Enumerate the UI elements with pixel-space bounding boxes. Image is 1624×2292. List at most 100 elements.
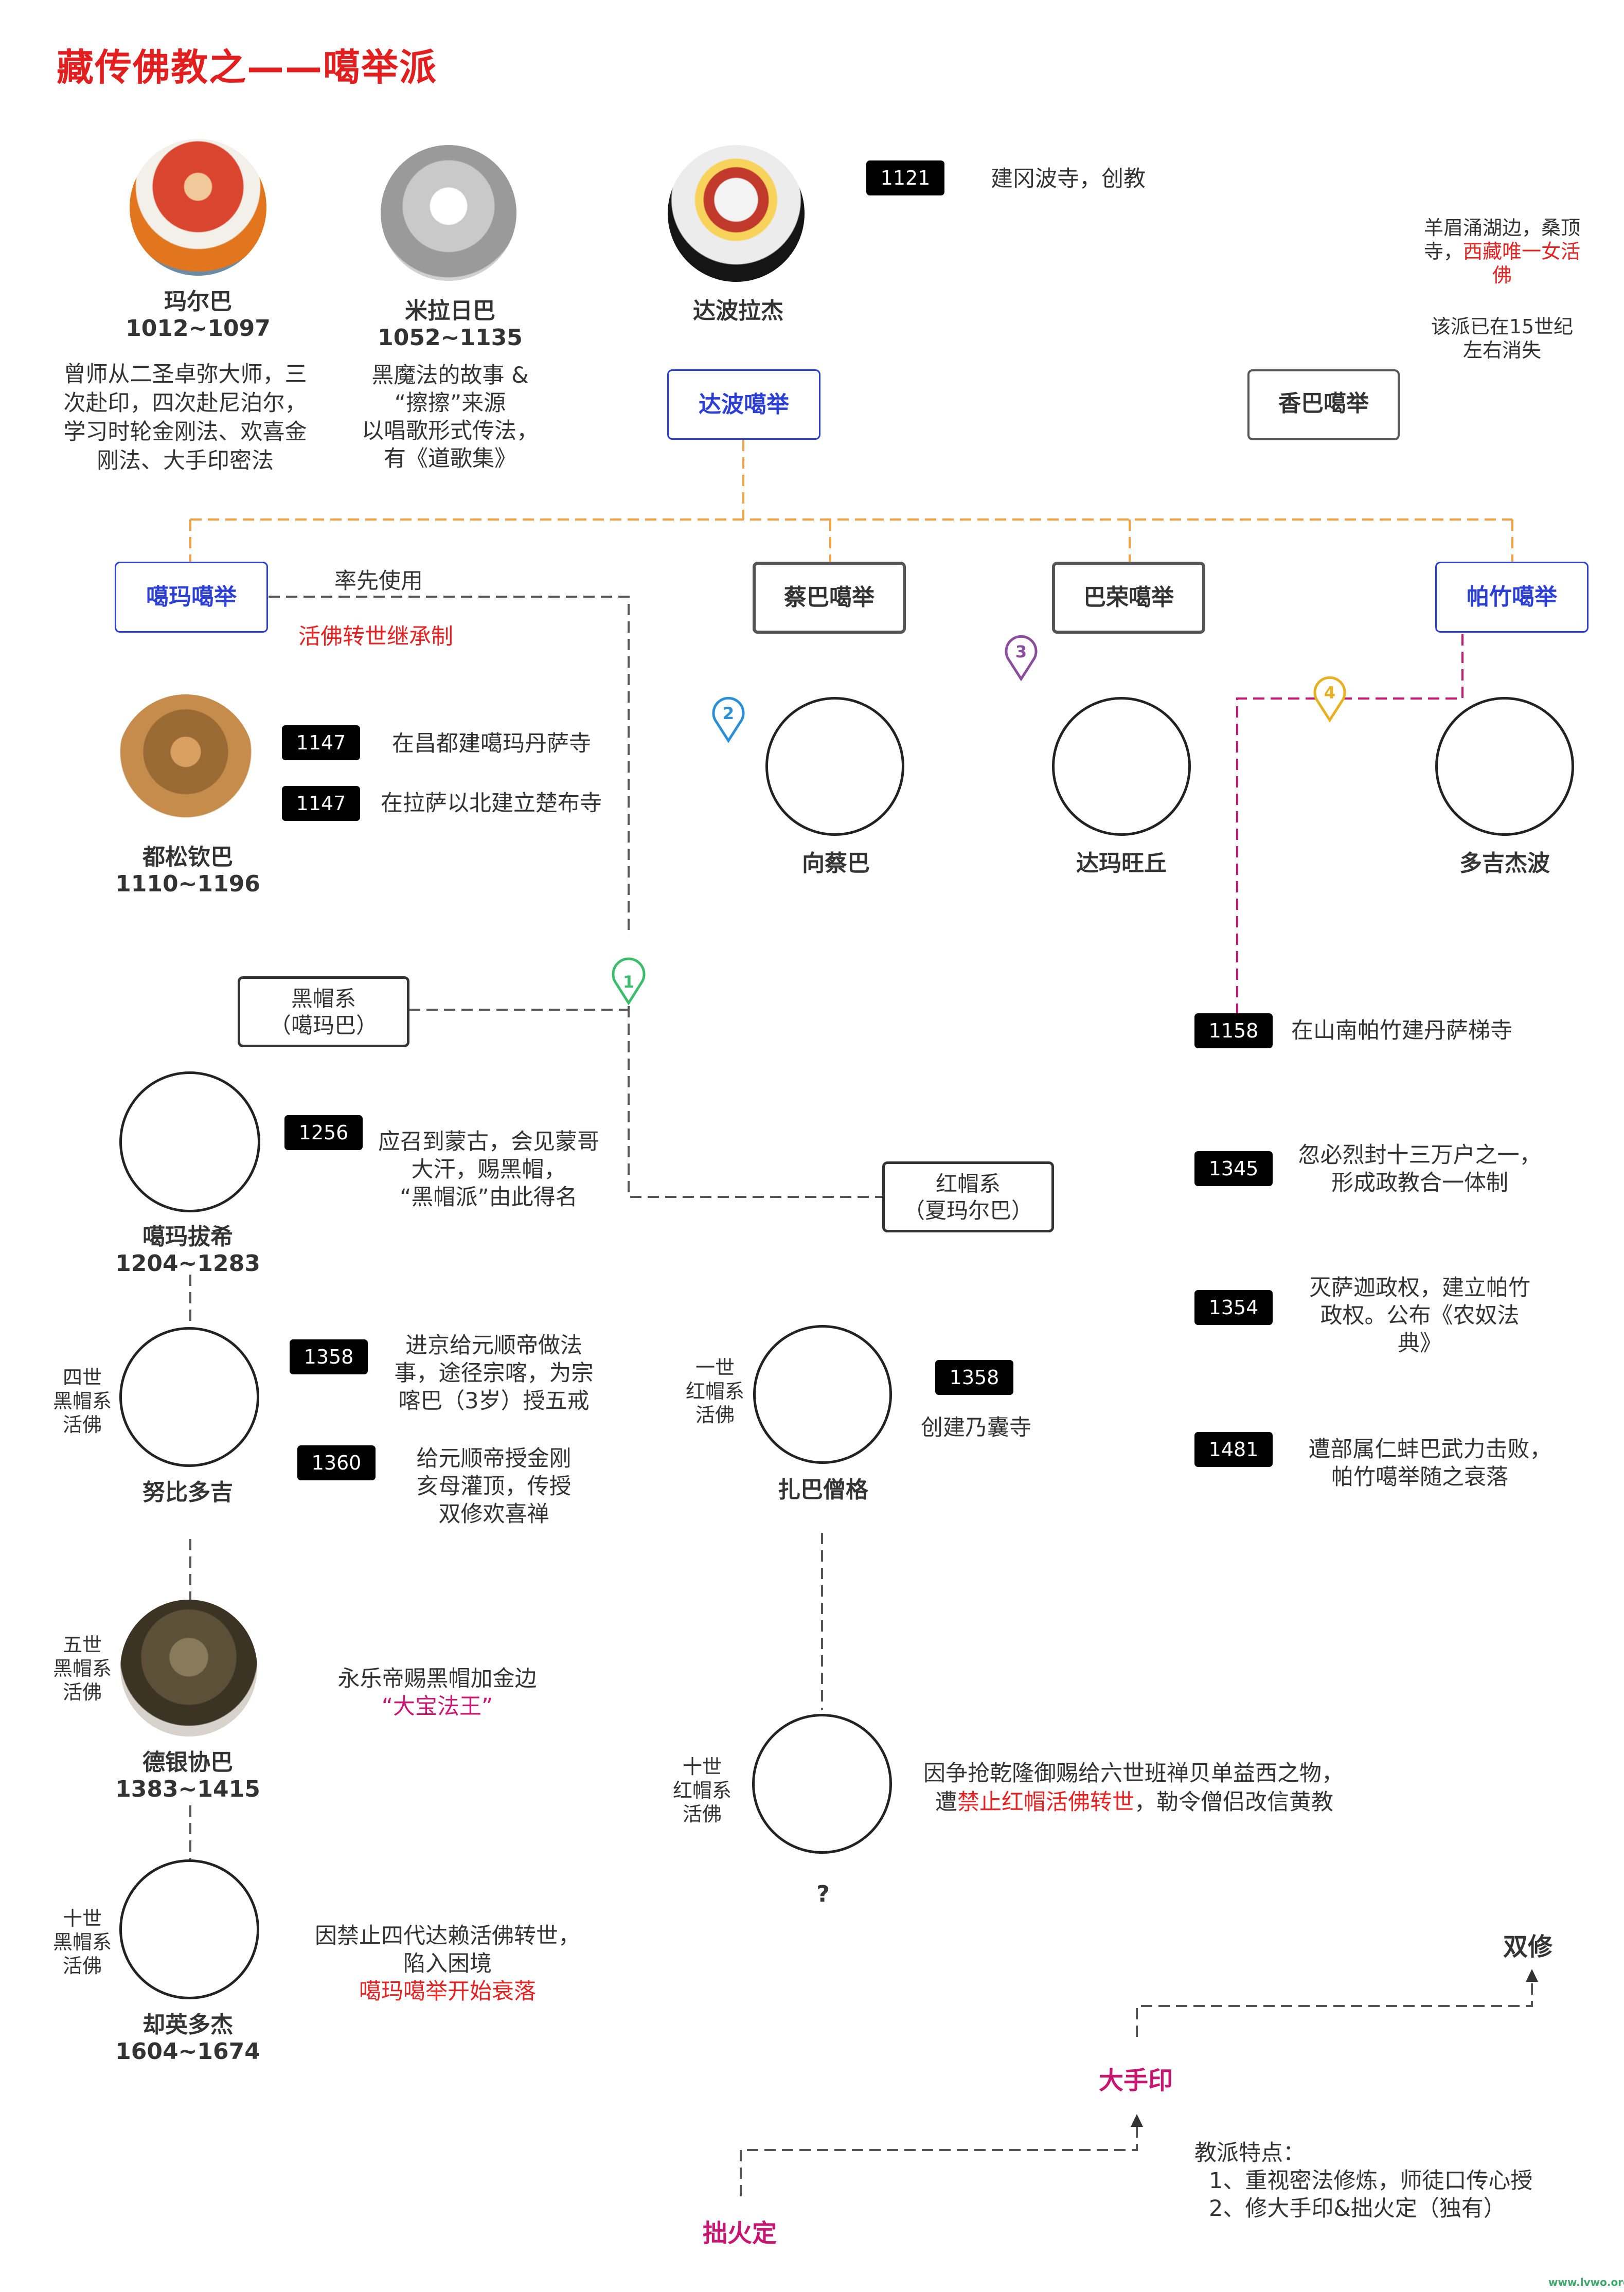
phagdru-1354-l2: 政权。公布《农奴法 [1320, 1303, 1520, 1329]
red-tenth-gen-3: 活佛 [682, 1803, 722, 1825]
year-badge-1158: 1158 [1194, 1013, 1273, 1048]
dezhin-l1: 永乐帝赐黑帽加金边 [337, 1666, 537, 1692]
year-badge-1360: 1360 [297, 1445, 376, 1480]
year-badge-1121: 1121 [866, 160, 944, 195]
karma-pakshi-circle [119, 1071, 260, 1212]
milarepa-portrait [381, 145, 516, 281]
year-badge-1256: 1256 [284, 1115, 363, 1150]
red-hat-l2: （夏玛尔巴） [903, 1198, 1033, 1223]
shangpa-note-5: 左右消失 [1462, 339, 1541, 362]
dusum-years: 1110~1196 [115, 871, 260, 897]
black-hat-l2: （噶玛巴） [269, 1013, 378, 1038]
choying-l1: 因禁止四代达赖活佛转世， [315, 1923, 580, 1949]
karma-pakshi-l3: “黑帽派”由此得名 [400, 1185, 578, 1210]
dusum-name: 都松钦巴 [142, 844, 233, 870]
choying-name: 却英多杰 [142, 2012, 233, 2038]
red-tenth-name: ? [816, 1881, 830, 1907]
phagdru-1481-l2: 帕竹噶举随之衰落 [1331, 1464, 1508, 1490]
rolpe-gen-2: 黑帽系 [52, 1390, 112, 1412]
phagdru-1158-text: 在山南帕竹建丹萨梯寺 [1291, 1018, 1512, 1044]
dezhin-name: 德银协巴 [142, 1749, 233, 1776]
gampopa-portrait [668, 145, 805, 282]
pin-label-3: 3 [1015, 642, 1027, 661]
reincarnation-label: 活佛转世继承制 [298, 624, 453, 650]
red-tenth-l1: 因争抢乾隆御赐给六世班禅贝单益西之物， [923, 1761, 1344, 1786]
year-badge-1358-a: 1358 [290, 1339, 368, 1374]
dakpo-kagyu-box: 达波噶举 [667, 369, 820, 440]
shangpa-note-2b: 西藏唯一女活 [1463, 240, 1581, 263]
karma-kagyu-box: 噶玛噶举 [115, 562, 268, 633]
phagdru-1345-l2: 形成政教合一体制 [1331, 1170, 1508, 1196]
milarepa-desc-3: 以唱歌形式传法， [362, 418, 539, 444]
marpa-desc: 曾师从二圣卓弥大师，三次赴印，四次赴尼泊尔，学习时轮金刚法、欢喜金刚法、大手印密… [63, 362, 307, 474]
red-hat-l1: 红帽系 [935, 1171, 1001, 1196]
shangpa-note-4: 该派已在15世纪 [1431, 315, 1574, 338]
rolpe-name: 努比多吉 [142, 1479, 233, 1506]
page-title: 藏传佛教之——噶举派 [57, 46, 438, 89]
red-tenth-gen-1: 十世 [682, 1756, 722, 1778]
red-tenth-l2b: 禁止红帽活佛转世 [957, 1789, 1134, 1815]
watermark: www.lvwo.org [1548, 2276, 1624, 2288]
milarepa-years: 1052~1135 [378, 325, 523, 351]
gampopa-name: 达波拉杰 [693, 298, 783, 324]
drakpa-gen-3: 活佛 [695, 1404, 735, 1426]
event-1147-b-text: 在拉萨以北建立楚布寺 [381, 791, 602, 816]
red-tenth-l2c: ，勒令僧侣改信黄教 [1134, 1789, 1333, 1815]
darma-circle [1052, 697, 1191, 836]
black-hat-l1: 黑帽系 [291, 986, 356, 1011]
feature-1: 1、重视密法修炼，师徒口传心授 [1209, 2168, 1533, 2194]
shangpa-box: 香巴噶举 [1247, 369, 1400, 440]
red-tenth-circle [752, 1714, 892, 1854]
choying-gen-1: 十世 [62, 1907, 102, 1930]
rolpe-e2-l1: 给元顺帝授金刚 [416, 1446, 572, 1472]
drakpa-text: 创建乃囊寺 [921, 1415, 1031, 1441]
karma-pakshi-years: 1204~1283 [115, 1250, 260, 1277]
pin-label-4: 4 [1324, 683, 1336, 703]
rolpe-e2-l3: 双修欢喜禅 [438, 1501, 549, 1527]
marpa-portrait [130, 139, 266, 276]
darma-name: 达玛旺丘 [1076, 850, 1167, 876]
dusum-portrait [117, 694, 254, 831]
shangpa-note-1: 羊眉涌湖边，桑顶 [1423, 217, 1580, 239]
milarepa-name: 米拉日巴 [405, 298, 495, 324]
black-hat-box: 黑帽系 （噶玛巴） [238, 976, 409, 1047]
red-tenth-gen-2: 红帽系 [672, 1779, 731, 1802]
marpa-years: 1012~1097 [126, 315, 271, 342]
phagdru-1481-l1: 遭部属仁蚌巴武力击败， [1308, 1437, 1552, 1462]
milarepa-desc-2: “擦擦”来源 [394, 390, 506, 416]
first-use-label: 率先使用 [334, 568, 423, 594]
dezhin-gen-2: 黑帽系 [52, 1657, 112, 1680]
rolpe-gen-1: 四世 [62, 1366, 102, 1389]
dezhin-gen-3: 活佛 [62, 1681, 102, 1704]
milarepa-desc-1: 黑魔法的故事 & [371, 363, 529, 388]
dezhin-l2: “大宝法王” [381, 1694, 493, 1720]
pin-icon-2 [712, 696, 745, 743]
zhang-name: 向蔡巴 [802, 850, 870, 876]
tsalpa-kagyu-box: 蔡巴噶举 [753, 562, 906, 634]
year-badge-1481: 1481 [1194, 1432, 1273, 1467]
year-badge-1345: 1345 [1194, 1151, 1273, 1186]
milarepa-desc-4: 有《道歌集》 [384, 446, 516, 472]
rolpe-gen-3: 活佛 [62, 1413, 102, 1436]
karma-pakshi-l2: 大汗，赐黑帽， [411, 1157, 566, 1183]
red-hat-box: 红帽系 （夏玛尔巴） [882, 1161, 1054, 1232]
shangpa-note-2: 寺，西藏唯一女活 [1399, 240, 1605, 263]
dezhin-years: 1383~1415 [115, 1776, 260, 1802]
rolpe-e1-l1: 进京给元顺帝做法 [405, 1333, 582, 1358]
dezhin-gen-1: 五世 [62, 1634, 102, 1656]
red-tenth-l2: 遭禁止红帽活佛转世，勒令僧侣改信黄教 [935, 1788, 1333, 1817]
event-1121-text: 建冈波寺，创教 [991, 166, 1146, 192]
drakpa-circle [753, 1325, 892, 1464]
dezhin-portrait [120, 1600, 257, 1736]
feature-2: 2、修大手印&拙火定（独有） [1209, 2196, 1506, 2222]
choying-l3: 噶玛噶举开始衰落 [359, 1979, 536, 2004]
rolpe-e1-l2: 事，途径宗喀，为宗 [394, 1360, 594, 1386]
drakpa-gen-1: 一世 [695, 1356, 735, 1379]
tummo-label: 拙火定 [703, 2219, 777, 2248]
karma-pakshi-name: 噶玛拔希 [142, 1224, 233, 1250]
phagdru-1354-l3: 典》 [1398, 1331, 1442, 1356]
red-tenth-l2a: 遭 [935, 1789, 957, 1815]
karma-pakshi-l1: 应召到蒙古，会见蒙哥 [378, 1129, 599, 1155]
choying-circle [119, 1859, 259, 1999]
pin-icon-3 [1005, 635, 1038, 682]
